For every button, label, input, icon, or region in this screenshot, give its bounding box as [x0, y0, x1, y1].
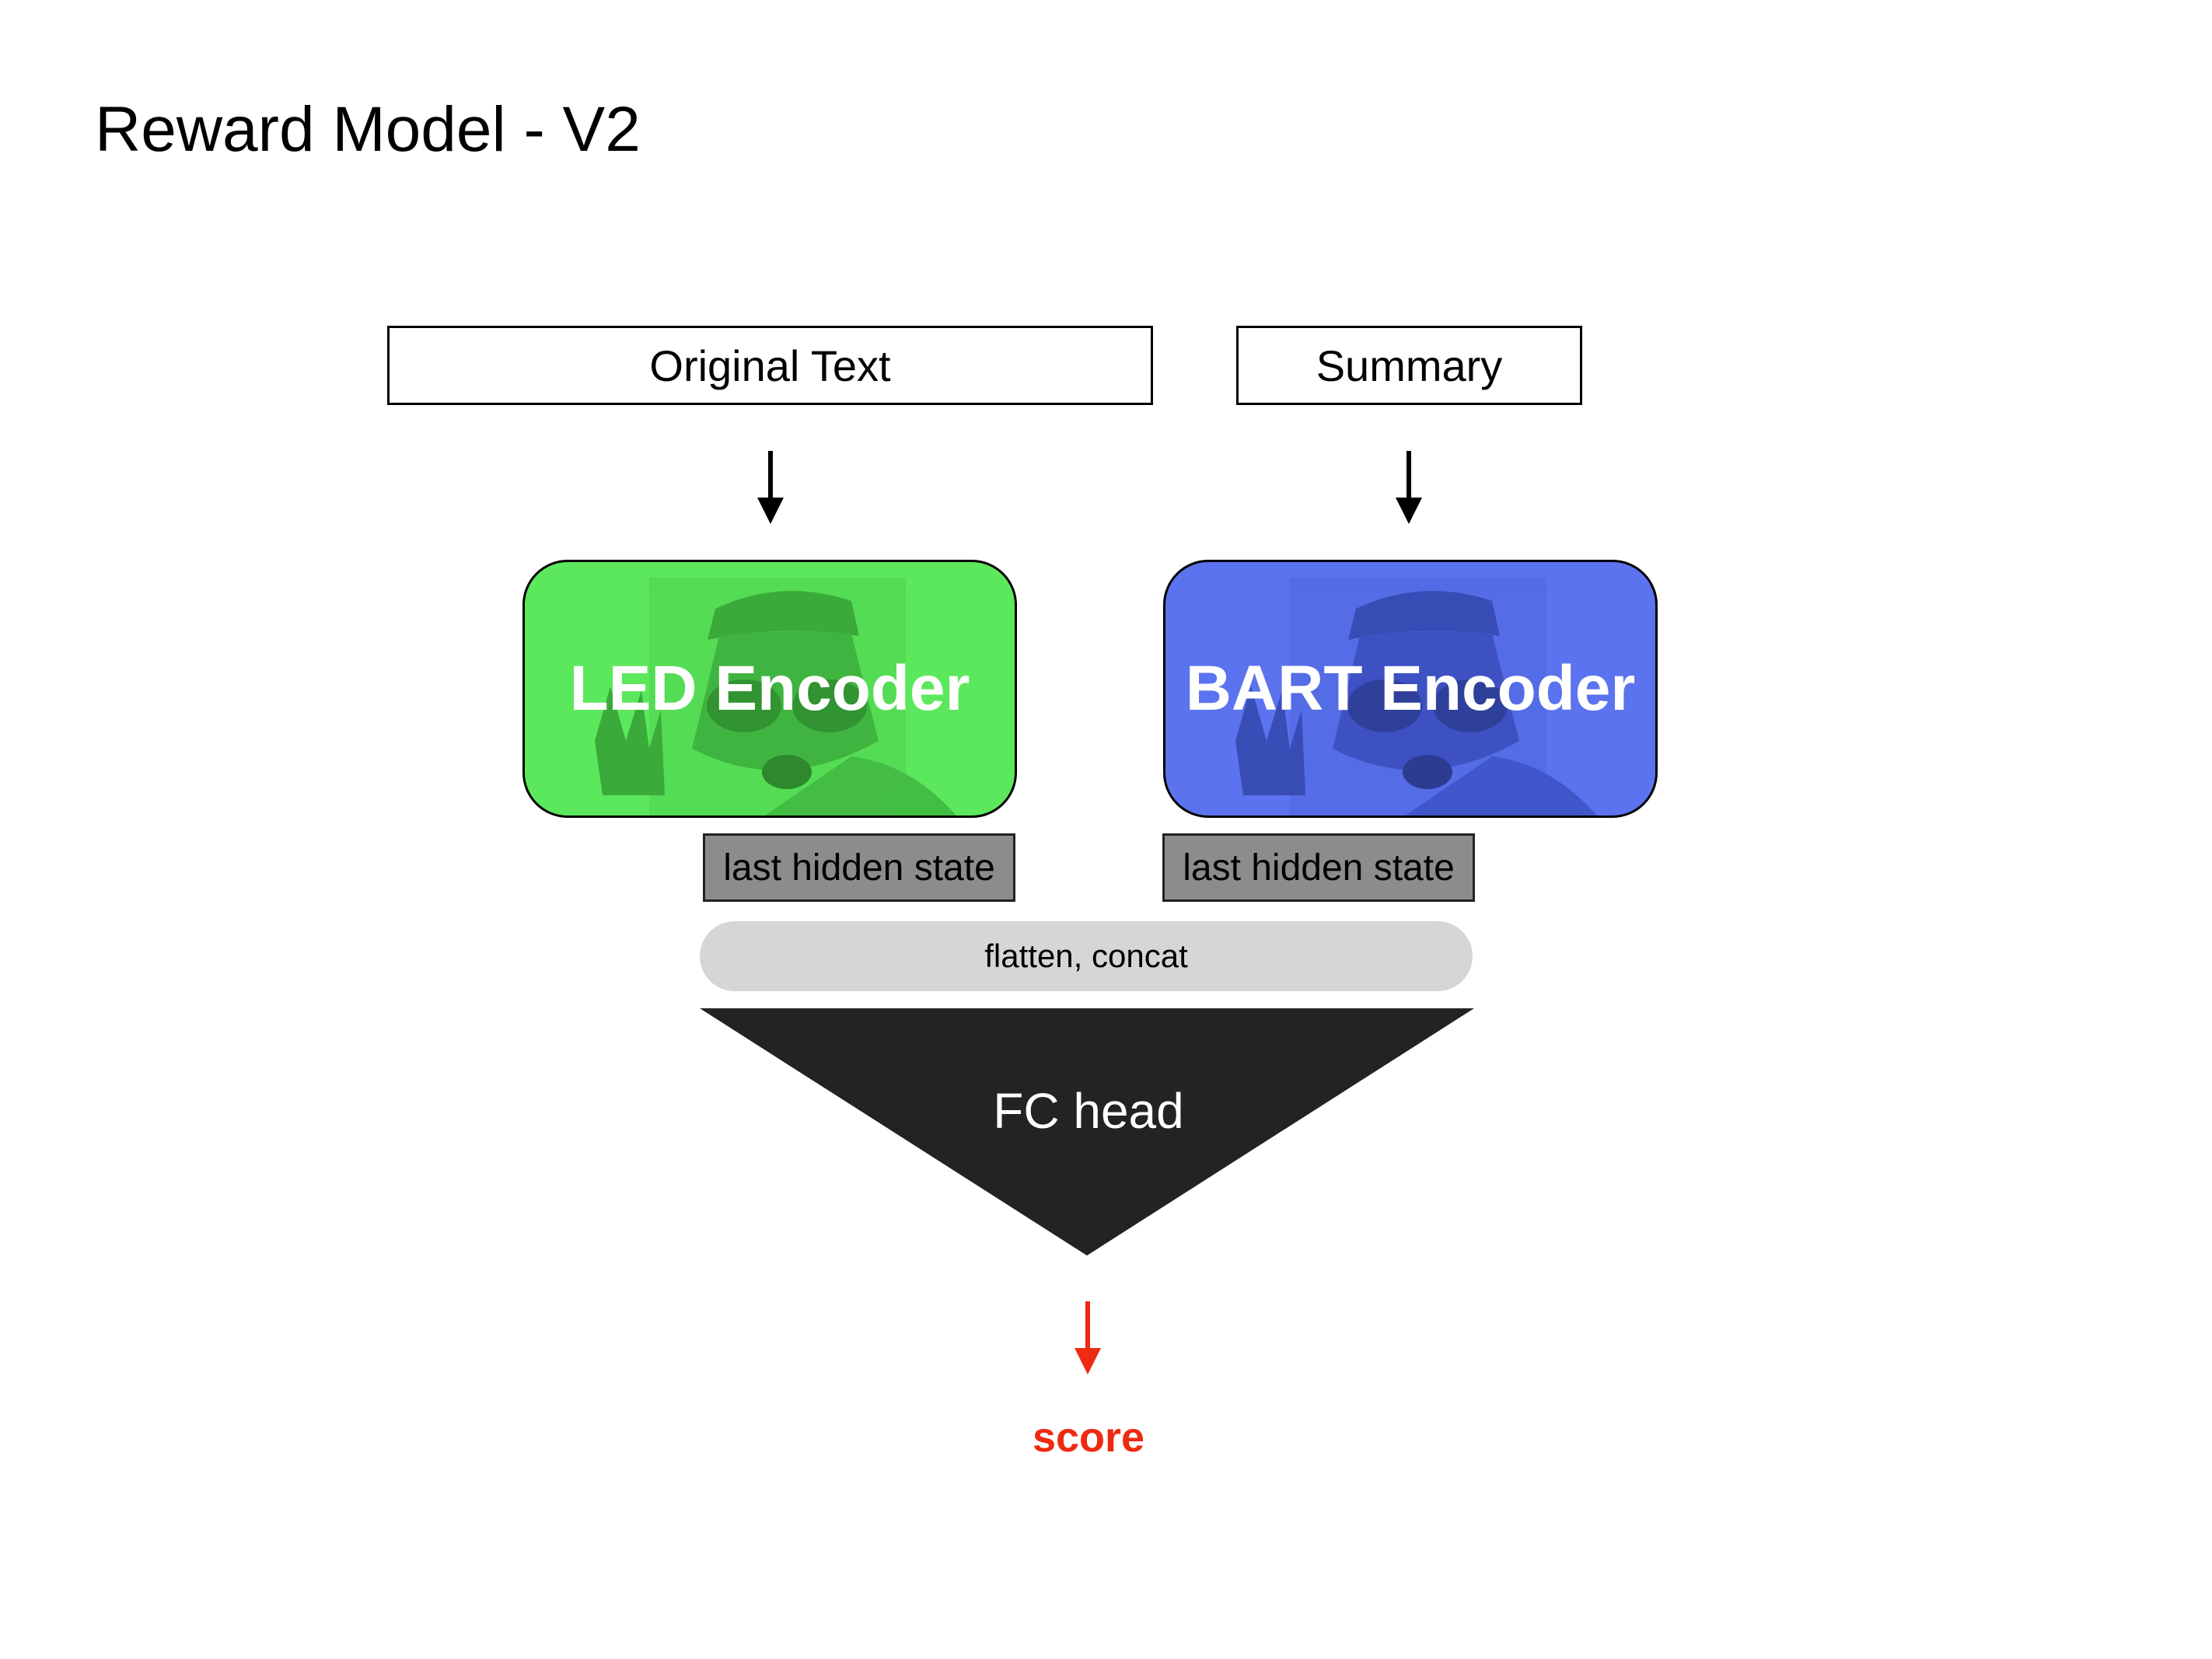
bart-last-hidden-state: last hidden state — [1162, 833, 1475, 902]
summary-label: Summary — [1316, 341, 1503, 390]
led-hidden-state-label: last hidden state — [723, 847, 995, 889]
led-encoder-label: LED Encoder — [569, 653, 970, 724]
original-text-label: Original Text — [649, 341, 891, 390]
fc-head-triangle — [700, 1008, 1474, 1256]
fc-head-label: FC head — [993, 1083, 1184, 1139]
led-last-hidden-state: last hidden state — [703, 833, 1015, 902]
bart-hidden-state-label: last hidden state — [1183, 847, 1455, 889]
raccoon-mascot-icon — [595, 578, 956, 816]
flatten-concat-bar: flatten, concat — [700, 921, 1473, 991]
arrow-to-led-encoder — [757, 451, 784, 524]
bart-encoder: BART Encoder — [1163, 560, 1658, 818]
original-text-box: Original Text — [387, 326, 1153, 405]
score-label: score — [1032, 1414, 1145, 1461]
led-encoder: LED Encoder — [522, 560, 1017, 818]
arrow-to-bart-encoder — [1396, 451, 1422, 524]
page-title: Reward Model - V2 — [95, 94, 641, 165]
bart-encoder-label: BART Encoder — [1185, 653, 1636, 724]
arrow-to-score — [1075, 1301, 1101, 1374]
summary-box: Summary — [1236, 326, 1582, 405]
raccoon-mascot-icon — [1235, 578, 1597, 816]
flatten-concat-label: flatten, concat — [984, 938, 1188, 974]
